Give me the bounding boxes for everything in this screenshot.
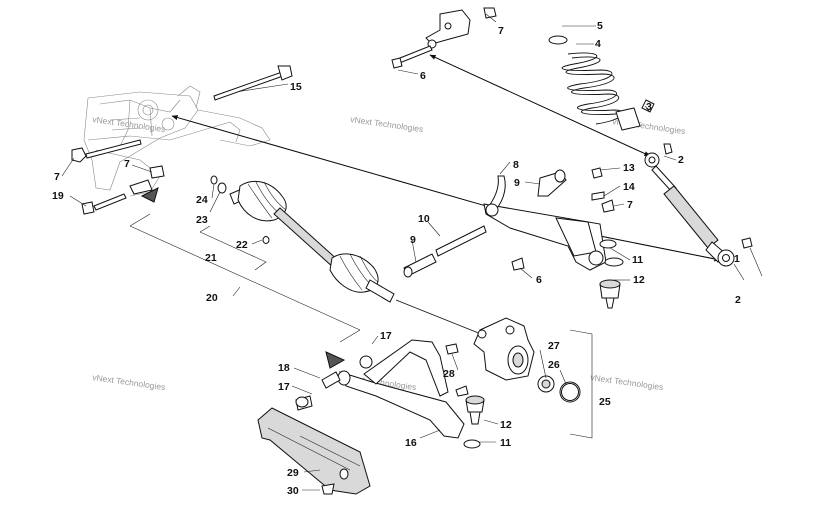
callout-30: 30 bbox=[287, 485, 299, 497]
callout-24: 24 bbox=[196, 194, 208, 206]
callout-19: 19 bbox=[52, 190, 64, 202]
callout-8: 8 bbox=[513, 159, 519, 171]
callout-22: 22 bbox=[236, 239, 248, 251]
callout-21: 21 bbox=[205, 252, 217, 264]
callout-11: 11 bbox=[632, 254, 643, 266]
callout-18: 18 bbox=[278, 362, 290, 374]
callout-leaders bbox=[61, 13, 763, 491]
part-12-upper-ball-joint bbox=[599, 279, 621, 309]
callout-10: 10 bbox=[418, 213, 430, 225]
callout-6: 6 bbox=[536, 274, 542, 286]
callout-7: 7 bbox=[54, 171, 60, 183]
callout-15: 15 bbox=[290, 81, 302, 93]
callout-14: 14 bbox=[623, 181, 635, 193]
callout-12: 12 bbox=[500, 419, 512, 431]
callout-25: 25 bbox=[599, 396, 611, 408]
callout-16: 16 bbox=[405, 437, 417, 449]
callout-13: 13 bbox=[623, 162, 635, 174]
small-clips bbox=[210, 175, 270, 244]
callout-9: 9 bbox=[410, 234, 416, 246]
axle-group-bracket bbox=[129, 213, 361, 343]
knuckle-group-bracket bbox=[569, 329, 593, 439]
callout-7: 7 bbox=[627, 199, 633, 211]
watermark-text: vNext Technologies bbox=[350, 114, 424, 134]
callout-4: 4 bbox=[595, 38, 601, 50]
cv-drive-axle bbox=[229, 180, 395, 303]
callout-17: 17 bbox=[380, 330, 392, 342]
callout-2: 2 bbox=[678, 154, 684, 166]
callout-3: 3 bbox=[646, 101, 652, 113]
part-4-coil-spring bbox=[548, 35, 655, 131]
callout-11: 11 bbox=[500, 437, 511, 449]
callout-17: 17 bbox=[278, 381, 290, 393]
callout-29: 29 bbox=[287, 467, 299, 479]
part-15-long-bolt bbox=[213, 65, 293, 101]
left-hardware bbox=[71, 139, 165, 215]
watermark-text: vNext Technologies bbox=[590, 372, 664, 392]
callout-5: 5 bbox=[597, 20, 603, 32]
part-16-lower-a-arm bbox=[295, 339, 485, 449]
upper-mount-bracket bbox=[391, 7, 497, 69]
part-8-upper-a-arm bbox=[403, 167, 624, 278]
watermark-text: vNext Technologies bbox=[92, 372, 166, 392]
callout-27: 27 bbox=[548, 340, 560, 352]
part-29-skid-plate bbox=[257, 407, 371, 495]
callout-7: 7 bbox=[124, 158, 130, 170]
callout-28: 28 bbox=[443, 368, 455, 380]
part-1-shock-absorber bbox=[644, 143, 753, 267]
callout-1: 1 bbox=[734, 253, 740, 265]
callout-26: 26 bbox=[548, 359, 560, 371]
callout-labels: 7 5 4 6 15 3 2 7 7 19 8 9 13 14 7 24 23 … bbox=[52, 20, 741, 497]
frame-sketch bbox=[83, 85, 271, 197]
callout-9: 9 bbox=[514, 177, 520, 189]
callout-2: 2 bbox=[735, 294, 741, 306]
reference-lines bbox=[171, 54, 721, 341]
callout-23: 23 bbox=[196, 214, 208, 226]
callout-20: 20 bbox=[206, 292, 218, 304]
steering-knuckle bbox=[445, 317, 581, 403]
callout-6: 6 bbox=[420, 70, 426, 82]
callout-7: 7 bbox=[498, 25, 504, 37]
callout-12: 12 bbox=[633, 274, 645, 286]
